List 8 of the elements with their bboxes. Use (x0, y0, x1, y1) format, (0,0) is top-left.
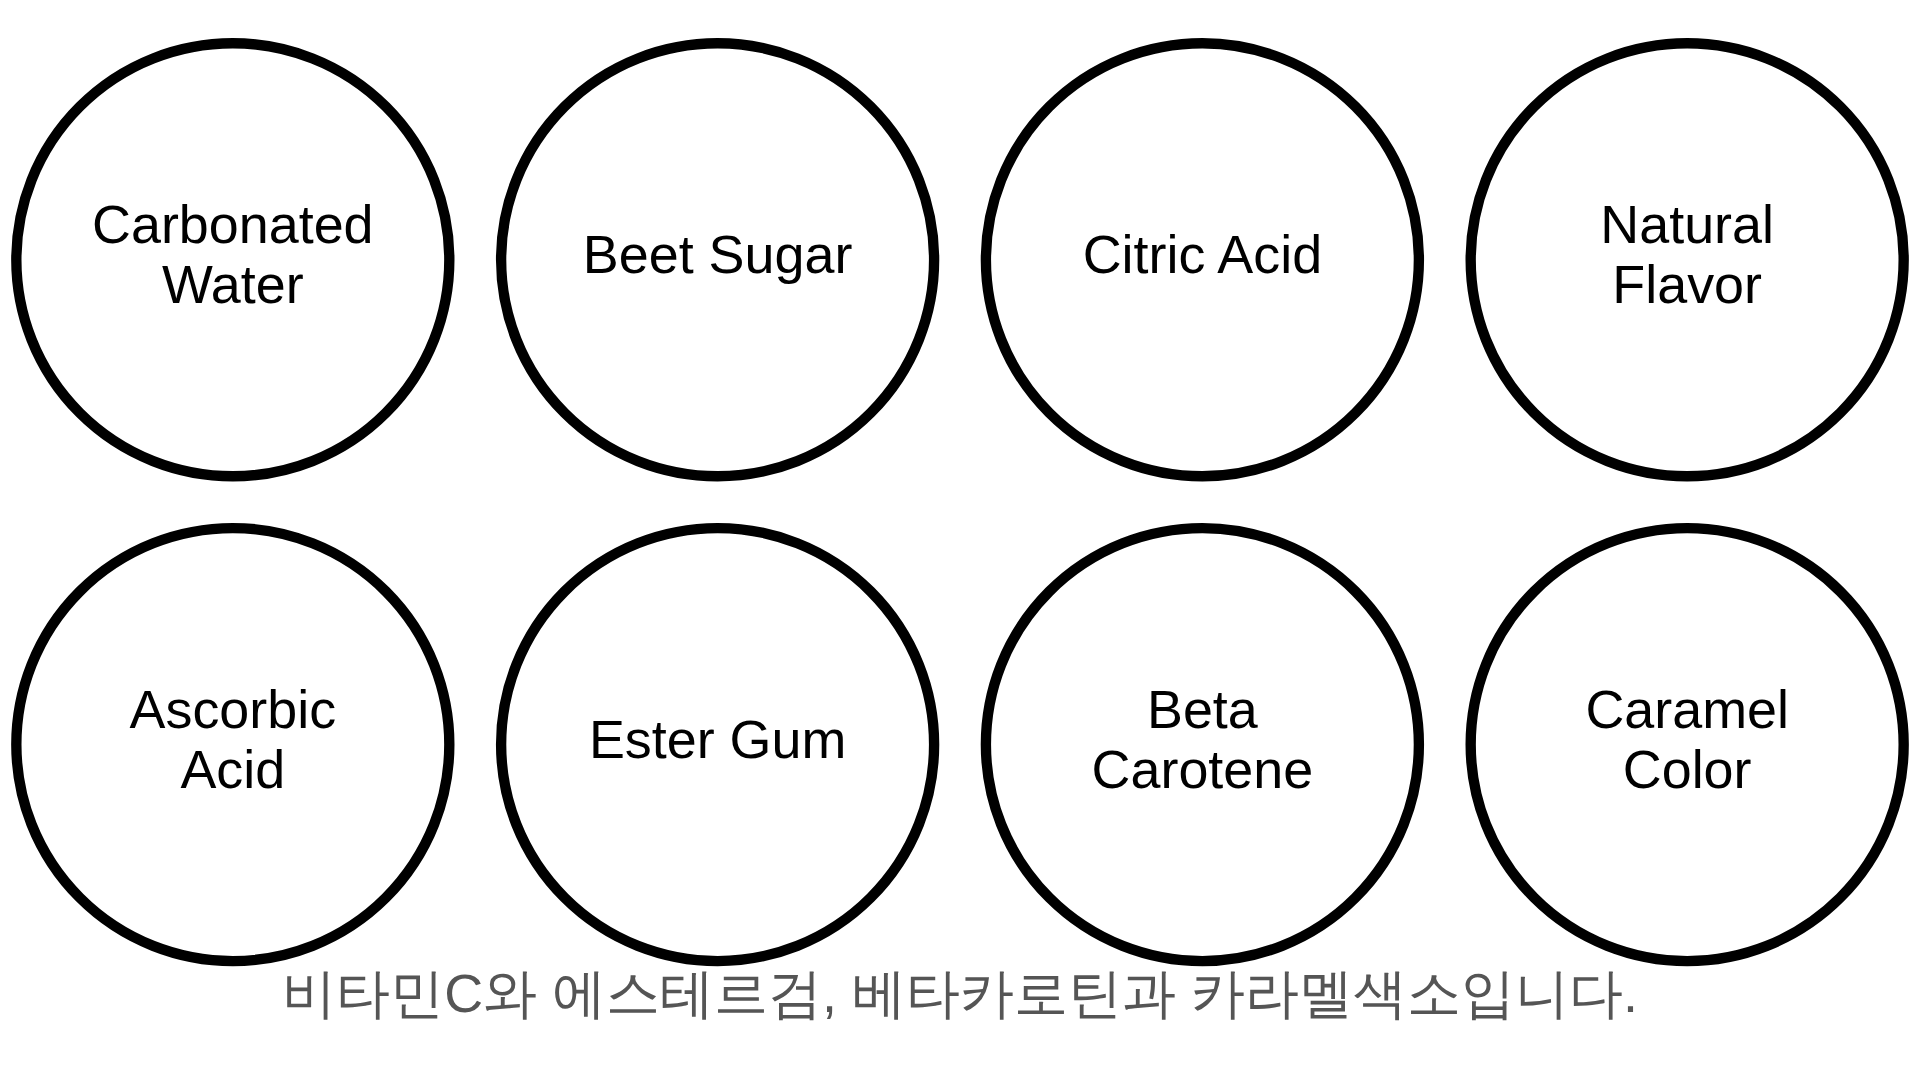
node-circle: Beta Carotene (980, 522, 1425, 966)
node-circle: Carbonated Water (11, 37, 455, 481)
node-circle: Citric Acid (980, 37, 1425, 481)
node-circle: Beet Sugar (495, 37, 940, 481)
node-circle: Ascorbic Acid (11, 522, 455, 966)
node-circle: Natural Flavor (1465, 37, 1909, 481)
node-circle: Caramel Color (1465, 522, 1909, 966)
node-circle: Ester Gum (495, 522, 940, 966)
